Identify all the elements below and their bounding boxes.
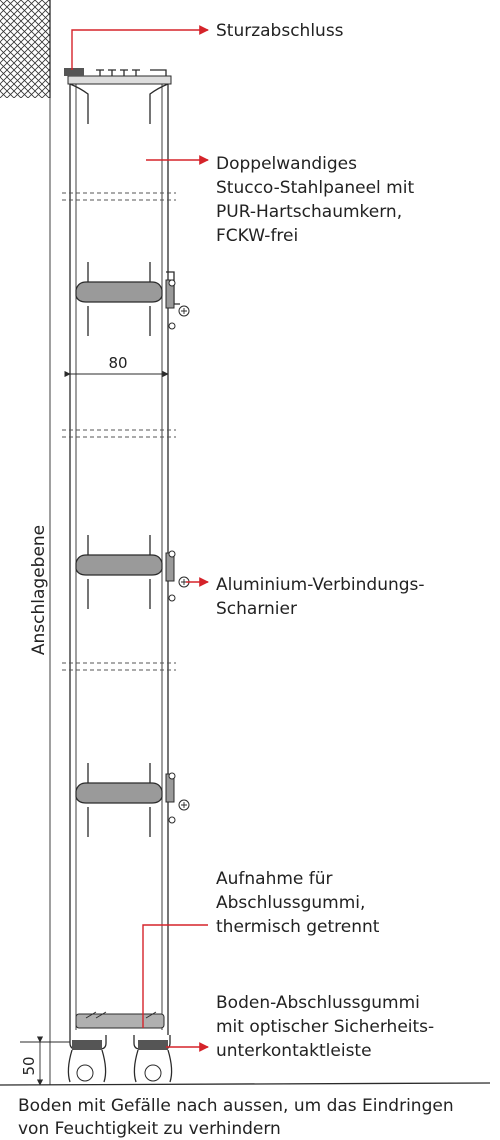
bottom-profile [67, 1011, 173, 1083]
hinge-3 [75, 763, 190, 837]
panel-label-line3: PUR-Hartschaumkern, [216, 202, 402, 222]
height-dimension: 50 [20, 1036, 70, 1086]
floor-line [0, 1082, 491, 1086]
sturzabschluss-label: Sturzabschluss [216, 21, 344, 41]
floor-label-line2: von Feuchtigkeit zu verhindern [18, 1119, 281, 1139]
top-profile [64, 68, 172, 124]
height-dimension-value: 50 [20, 1056, 38, 1075]
hinge-label-line2: Scharnier [216, 599, 297, 619]
panel-label-line1: Doppelwandiges [216, 154, 357, 174]
panel-joints [62, 192, 176, 671]
aufnahme-label-line2: Abschlussgummi, [216, 893, 365, 913]
panel-label-line4: FCKW-frei [216, 226, 298, 246]
panel-label-line2: Stucco-Stahlpaneel mit [216, 178, 414, 198]
leaders [71, 25, 209, 1052]
boden-label-line3: unterkontaktleiste [216, 1041, 372, 1061]
hinge-1 [75, 262, 190, 336]
boden-label-line2: mit optischer Sicherheits- [216, 1017, 434, 1037]
hinge-2 [75, 535, 190, 609]
hinge-label-line1: Aluminium-Verbindungs- [216, 575, 425, 595]
anschlagebene-label: Anschlagebene [29, 525, 49, 655]
aufnahme-label-line3: thermisch getrennt [216, 917, 380, 937]
lintel-wall [0, 0, 51, 98]
aufnahme-label-line1: Aufnahme für [216, 869, 333, 889]
boden-label-line1: Boden-Abschlussgummi [216, 993, 420, 1013]
floor-label-line1: Boden mit Gefälle nach aussen, um das Ei… [18, 1096, 454, 1116]
width-dimension: 80 [64, 354, 169, 378]
width-dimension-value: 80 [108, 354, 127, 372]
